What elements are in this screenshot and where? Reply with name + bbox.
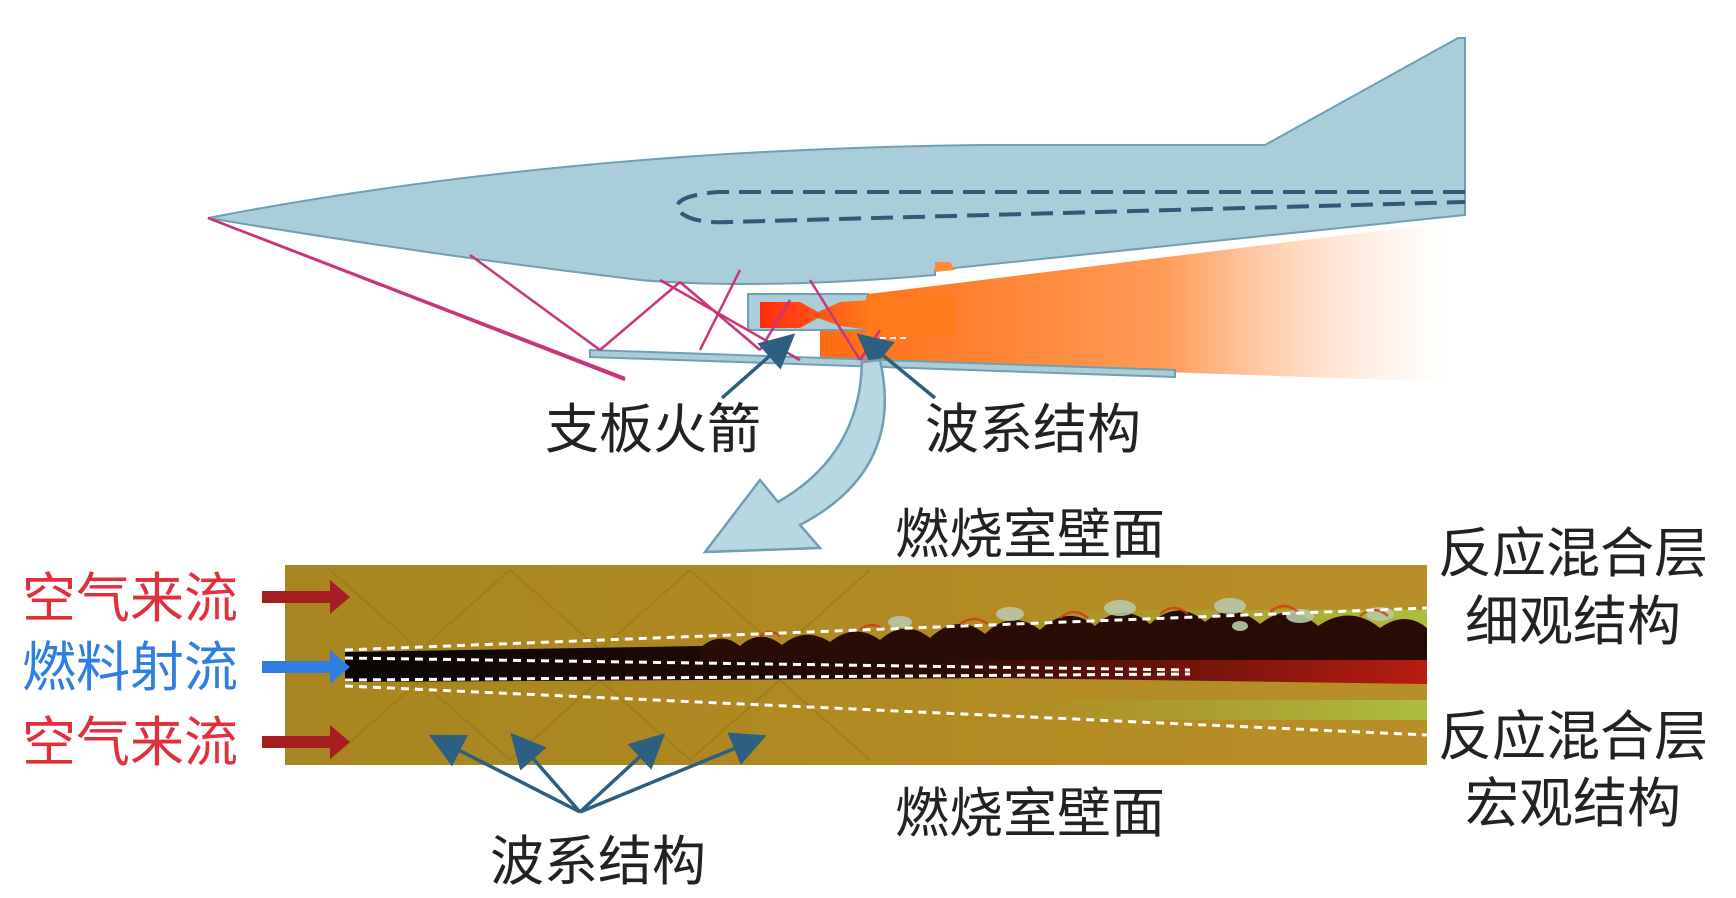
exhaust-plume bbox=[820, 222, 1450, 382]
label-fuel-jet: 燃料射流 bbox=[22, 636, 238, 699]
wave-pointer-arrows bbox=[428, 732, 767, 814]
top-pointer-arrows bbox=[720, 333, 937, 400]
air-flow-bottom-arrow-icon bbox=[262, 725, 350, 759]
internal-tank-outline bbox=[675, 190, 1466, 225]
label-air-flow-top: 空气来流 bbox=[22, 567, 238, 630]
air-flow-top-arrow-icon bbox=[262, 580, 350, 614]
label-macro-structure-line2: 宏观结构 bbox=[1465, 772, 1681, 835]
label-wave-structure-bottom: 波系结构 bbox=[490, 830, 706, 893]
label-air-flow-bottom: 空气来流 bbox=[22, 711, 238, 774]
label-wall-top: 燃烧室壁面 bbox=[895, 503, 1165, 566]
aircraft-illustration bbox=[207, 37, 1466, 382]
rocket-nozzle-flame bbox=[760, 300, 870, 330]
combustion-chamber-field bbox=[285, 565, 1428, 765]
label-strut-rocket: 支板火箭 bbox=[545, 398, 761, 461]
fuel-jet-arrow-icon bbox=[262, 650, 350, 684]
zoom-arrow-icon bbox=[702, 358, 887, 554]
mixing-layer-boundaries bbox=[344, 606, 1428, 737]
label-fine-structure-line2: 细观结构 bbox=[1465, 590, 1681, 653]
label-wave-structure-top: 波系结构 bbox=[925, 398, 1141, 461]
inflow-arrows bbox=[262, 580, 350, 759]
label-macro-structure-line1: 反应混合层 bbox=[1438, 705, 1708, 768]
aircraft-fuselage bbox=[207, 37, 1466, 285]
label-fine-structure-line1: 反应混合层 bbox=[1438, 522, 1708, 585]
label-wall-bottom: 燃烧室壁面 bbox=[895, 782, 1165, 845]
mixing-layer-vortices bbox=[700, 598, 1427, 660]
exhaust-core bbox=[866, 296, 956, 336]
